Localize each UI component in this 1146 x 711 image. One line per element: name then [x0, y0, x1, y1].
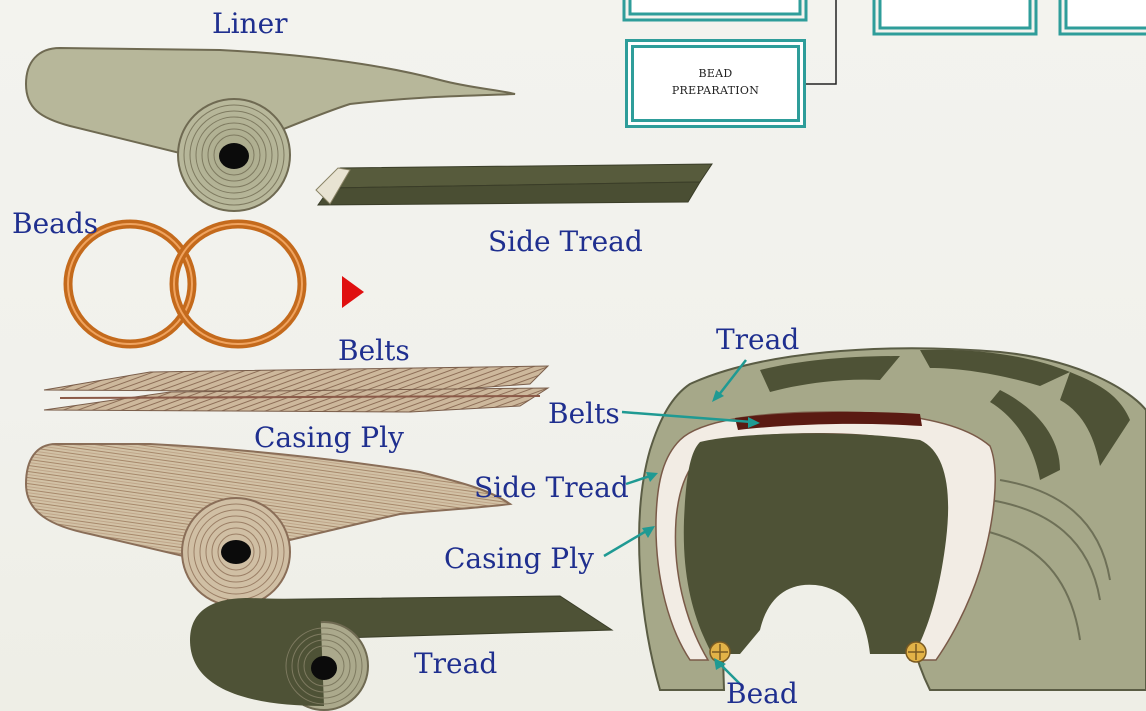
casing-ply-roll-illustration [26, 444, 510, 606]
label-side-tread: Side Tread [488, 228, 643, 256]
bead-preparation-line-2: PREPARATION [634, 83, 797, 100]
label-liner: Liner [212, 10, 288, 38]
bead-preparation-text: BEAD PREPARATION [634, 66, 797, 99]
label-casing-ply: Casing Ply [254, 424, 404, 452]
side-tread-strip-illustration [316, 164, 712, 205]
cross-section-label-bead: Bead [726, 680, 798, 708]
play-arrow-icon[interactable] [342, 276, 364, 308]
cross-section-label-belts: Belts [548, 400, 620, 428]
beads-illustration [68, 224, 302, 344]
bead-preparation-line-1: BEAD [634, 66, 797, 83]
label-belts: Belts [338, 337, 410, 365]
cross-section-label-tread: Tread [716, 326, 799, 354]
belts-illustration [44, 366, 548, 412]
label-tread: Tread [414, 650, 497, 678]
tread-roll-illustration [190, 596, 612, 710]
bead-preparation-box: BEAD PREPARATION [631, 45, 800, 122]
label-beads: Beads [12, 210, 98, 238]
cross-section-label-side-tread: Side Tread [474, 474, 629, 502]
cross-section-label-casing-ply: Casing Ply [444, 545, 594, 573]
